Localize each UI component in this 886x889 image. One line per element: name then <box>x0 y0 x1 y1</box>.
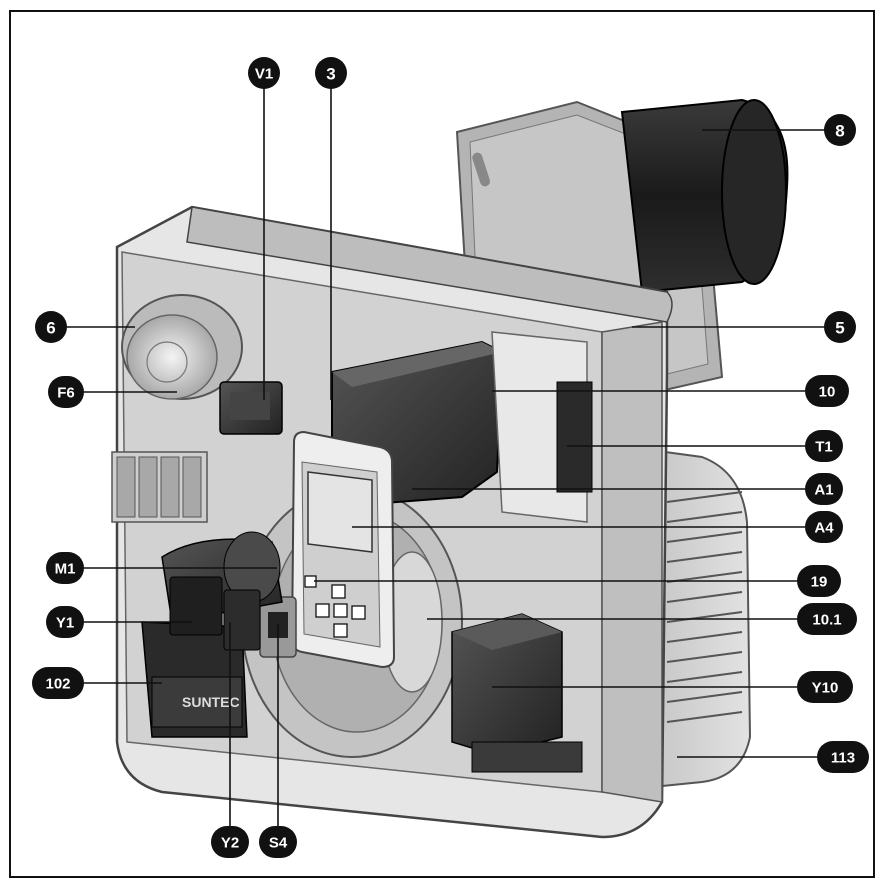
servo-v1 <box>219 381 283 435</box>
callout-a4: A4 <box>805 511 843 543</box>
callout-y10: Y10 <box>797 671 853 703</box>
callout-10-1: 10.1 <box>797 603 857 635</box>
callout-5-text: 5 <box>835 319 844 338</box>
callout-t1: T1 <box>805 430 843 462</box>
callout-19: 19 <box>797 565 841 597</box>
leader-lines <box>66 88 825 826</box>
callout-113-text: 113 <box>831 750 855 767</box>
callout-f6: F6 <box>48 376 84 408</box>
actuator-y10 <box>451 613 583 773</box>
callout-3-text: 3 <box>326 65 335 84</box>
key-up <box>331 584 346 599</box>
callout-t1-text: T1 <box>815 439 833 456</box>
transformer-bracket <box>491 331 593 523</box>
key-left <box>315 603 330 618</box>
key-down <box>333 623 348 638</box>
callout-113: 113 <box>817 741 869 773</box>
callout-6: 6 <box>35 311 67 343</box>
callout-8: 8 <box>824 114 856 146</box>
valve-y2 <box>223 589 261 651</box>
diagram-frame: SUNTEC V1 3 <box>9 10 875 878</box>
callout-102-text: 102 <box>45 676 70 693</box>
callout-y1: Y1 <box>46 606 84 638</box>
blast-tube <box>620 98 789 294</box>
burner-diagram: SUNTEC V1 3 <box>32 57 869 858</box>
callout-10: 10 <box>805 375 849 407</box>
callout-6-text: 6 <box>46 319 55 338</box>
pump-brand-label: SUNTEC <box>182 694 240 710</box>
valve-y1 <box>169 576 223 636</box>
callout-10-1-text: 10.1 <box>812 612 841 629</box>
callout-19-text: 19 <box>811 574 828 591</box>
key-right <box>351 605 366 620</box>
key-enter <box>333 603 348 618</box>
callout-8-text: 8 <box>835 122 844 141</box>
callout-a4-text: A4 <box>814 520 834 537</box>
callout-y1-text: Y1 <box>56 615 74 632</box>
callout-s4: S4 <box>259 826 297 858</box>
callout-v1-text: V1 <box>255 66 273 83</box>
callout-102: 102 <box>32 667 84 699</box>
callout-a1: A1 <box>805 473 843 505</box>
callout-y10-text: Y10 <box>812 680 839 697</box>
callout-10-text: 10 <box>819 384 836 401</box>
callout-5: 5 <box>824 311 856 343</box>
callout-3: 3 <box>315 57 347 89</box>
callout-v1: V1 <box>248 57 280 89</box>
callout-y2-text: Y2 <box>221 835 239 852</box>
callout-f6-text: F6 <box>57 385 75 402</box>
callout-a1-text: A1 <box>814 482 833 499</box>
oil-pump: SUNTEC <box>141 621 248 738</box>
terminal-block <box>111 451 208 523</box>
flame-sensor <box>121 294 243 400</box>
callout-s4-text: S4 <box>269 835 288 852</box>
callout-y2: Y2 <box>211 826 249 858</box>
keypad <box>304 575 366 638</box>
callout-m1: M1 <box>46 552 84 584</box>
callout-m1-text: M1 <box>55 561 76 578</box>
